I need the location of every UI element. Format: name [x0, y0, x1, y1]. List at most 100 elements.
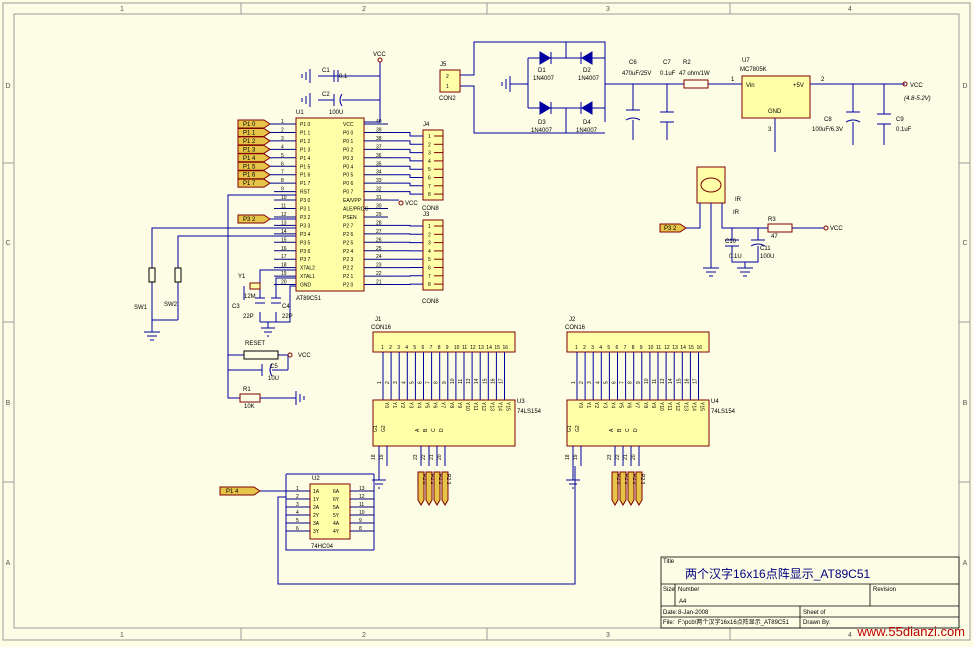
u4-output-name: Y1	[585, 402, 591, 408]
u3-output-name: Y14	[496, 402, 502, 411]
mcu-pin-number: 31	[376, 195, 382, 201]
netlabel-p1-text: P1 1	[243, 130, 256, 136]
j1-part: CON16	[371, 325, 392, 331]
d2-ref: D2	[583, 68, 591, 74]
u4-out-pin-number: 11	[652, 379, 658, 384]
j4-connector	[423, 130, 443, 200]
u3-output-name: Y10	[464, 402, 470, 411]
frame-col-1-bottom: 1	[120, 632, 124, 639]
mcu-pin-name: P2 6	[343, 232, 354, 238]
drawing-title: 两个汉字16x16点阵显示_AT89C51	[685, 566, 871, 581]
j3-connector	[423, 220, 443, 290]
mcu-pin-name: VCC	[343, 122, 354, 128]
frame-col-3: 3	[606, 6, 610, 13]
u4-input-name: G1	[567, 425, 573, 432]
netlabel-p1-6: P1 6	[238, 171, 270, 179]
j2-ref: J2	[569, 317, 576, 323]
mcu-pin-number: 24	[376, 254, 382, 260]
mcu-pin-number: 9	[281, 187, 284, 193]
c7-value: 0.1uF	[660, 71, 676, 77]
u3-output-name: Y4	[415, 402, 421, 408]
u4-output-name: Y2	[593, 402, 599, 408]
p0-bus-wire	[388, 141, 423, 144]
frame-col-4: 4	[848, 6, 852, 13]
j5-part: CON2	[439, 96, 456, 102]
u2-pin-name: 2Y	[313, 513, 320, 519]
frame-col-3-bottom: 3	[606, 632, 610, 639]
c7-ref: C7	[663, 60, 671, 66]
d1-ref: D1	[538, 68, 546, 74]
j1-pin-number: 16	[503, 345, 509, 351]
mcu-pin-name: XTAL1	[300, 274, 315, 280]
mcu-pin-name: P1 5	[300, 164, 311, 170]
u3-ref: U3	[517, 399, 525, 405]
mcu-pin-number: 16	[281, 246, 287, 252]
crystal-ground-icon	[261, 328, 275, 336]
p0-bus-wire	[388, 149, 423, 152]
vcc-top-label: VCC	[373, 52, 386, 58]
j4-pin-number: 4	[428, 159, 431, 165]
u2-pin-number: 6	[296, 526, 299, 532]
u4-output-name: Y5	[618, 402, 624, 408]
reset-label: RESET	[245, 341, 265, 347]
sw2-switch	[175, 268, 181, 282]
mcu-pin-number: 21	[376, 280, 382, 286]
power-supply-section: J5 2 1 CON2 D1 1N4007 D2 1N4007 D3 1N400…	[439, 42, 931, 152]
c3-ref: C3	[232, 304, 240, 310]
u4-input-pin-number: 20	[631, 454, 637, 460]
j2-pin-number: 3	[591, 345, 594, 351]
j3-part: CON8	[422, 299, 439, 305]
u3-input-name: G2	[381, 425, 387, 432]
c1-value: 0.1	[339, 74, 348, 80]
u3-output-name: Y13	[488, 402, 494, 411]
u3-out-pin-number: 14	[474, 378, 480, 384]
mcu-pin-name: P3 0	[300, 198, 311, 204]
u2-pin-name: 5Y	[333, 513, 340, 519]
netlabel-p1-0: P1 0	[238, 120, 270, 128]
reset-vcc-label: VCC	[298, 353, 311, 359]
u4-output-name: Y13	[682, 402, 688, 411]
d4-ref: D4	[583, 120, 591, 126]
mcu-pin-number: 19	[281, 271, 287, 277]
netlabel-p32-ir: P3 2	[660, 224, 686, 232]
j2-pin-number: 7	[624, 345, 627, 351]
c11-ref: C11	[760, 246, 771, 252]
mcu-pin-number: 10	[281, 195, 287, 201]
j1-pin-number: 5	[413, 345, 416, 351]
frame-col-4-bottom: 4	[848, 632, 852, 639]
u4-out-pin-number: 16	[684, 378, 690, 384]
u2-part: 74HC04	[311, 544, 334, 550]
mcu-pin-name: ALE/PROG	[343, 207, 369, 213]
u4-netlabel-text: P2 3	[639, 474, 645, 485]
p0-bus-wire	[388, 166, 423, 169]
u3-input-name: D	[439, 428, 445, 432]
netlabel-p14: P1 4	[220, 487, 260, 495]
u3-out-pin-number: 5	[409, 381, 415, 384]
u2-pin-number: 13	[359, 486, 365, 492]
u2-pin-name: 1Y	[313, 497, 320, 503]
frame-row-d-right: D	[962, 83, 967, 90]
netlabel-p1-text: P1 2	[243, 139, 256, 145]
u7-pin2: 2	[821, 77, 825, 83]
mcu-pin-name: P2 0	[343, 283, 354, 289]
u4-output-name: Y6	[626, 402, 632, 408]
y1-value: 12M	[244, 294, 256, 300]
y1-crystal	[250, 283, 260, 289]
frame-row-a: A	[6, 560, 11, 567]
mcu-pin-name: P2 3	[343, 257, 354, 263]
mcu-pin-number: 22	[376, 271, 382, 277]
r3-value: 47	[771, 234, 778, 240]
u2-pin-name: 4Y	[333, 529, 340, 535]
u3-out-pin-number: 11	[458, 379, 464, 384]
u3-out-pin-number: 7	[426, 381, 432, 384]
frame-row-c: C	[5, 240, 10, 247]
u3-out-pin-number: 16	[490, 378, 496, 384]
j2-pin-number: 13	[672, 345, 678, 351]
c2-ref: C2	[322, 92, 330, 98]
diode-d2-symbol	[582, 52, 592, 64]
j1-pin-number: 3	[397, 345, 400, 351]
u2-pin-number: 11	[359, 502, 364, 508]
j4-pin-number: 1	[428, 134, 431, 140]
mcu-pin-number: 4	[281, 144, 284, 150]
